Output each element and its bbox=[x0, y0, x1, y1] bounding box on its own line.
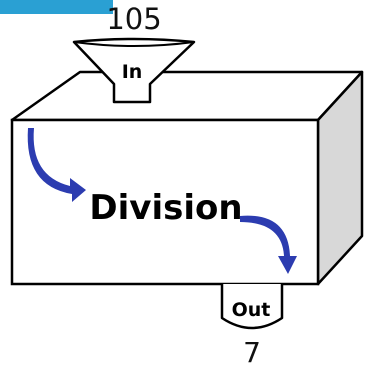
output-chute bbox=[220, 284, 284, 330]
input-funnel bbox=[72, 37, 196, 104]
operation-title: Division bbox=[89, 188, 243, 228]
corner-bar bbox=[0, 0, 113, 14]
box-front-face bbox=[10, 118, 320, 286]
input-value: 105 bbox=[106, 2, 162, 36]
input-label: In bbox=[121, 61, 143, 83]
arrow-out bbox=[240, 215, 297, 274]
output-value: 7 bbox=[243, 336, 261, 369]
arrow-in bbox=[27, 128, 86, 202]
output-label: Out bbox=[231, 299, 271, 321]
box-top-face bbox=[10, 70, 364, 122]
